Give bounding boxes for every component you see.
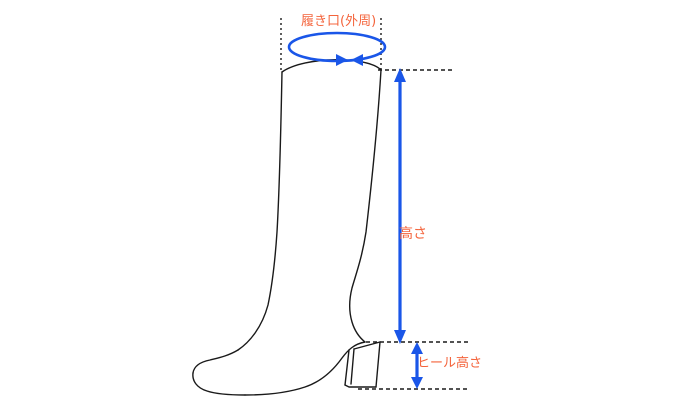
boot-outline bbox=[192, 59, 382, 396]
boot-toe-tip bbox=[192, 372, 246, 396]
opening-arrowhead-left bbox=[336, 54, 348, 66]
boot-heel-back-face bbox=[375, 341, 381, 388]
heel-height-arrowhead-top bbox=[411, 342, 423, 354]
measurement-annotations bbox=[287, 31, 423, 389]
boot-toe-upper bbox=[192, 349, 239, 374]
heel-height-arrowhead-bottom bbox=[411, 377, 423, 389]
boot-heel-bottom bbox=[344, 384, 377, 388]
boot-heel-front-face bbox=[344, 349, 350, 386]
boot-back-shaft-edge bbox=[349, 69, 382, 343]
boot-front-shaft-edge bbox=[237, 71, 283, 351]
label-heel-height: ヒール高さ bbox=[417, 356, 483, 371]
label-shaft-height: 高さ bbox=[399, 226, 427, 242]
shaft-height-arrowhead-bottom bbox=[394, 330, 406, 344]
label-boot-opening-circumference: 履き口(外周) bbox=[301, 14, 377, 29]
opening-arrowhead-right bbox=[351, 54, 363, 66]
boot-heel-front-inner bbox=[350, 348, 355, 385]
guide-lines bbox=[280, 18, 470, 390]
boot-heel-top bbox=[353, 341, 381, 350]
shaft-height-arrowhead-top bbox=[394, 68, 406, 82]
boot-sole-edge bbox=[244, 341, 366, 396]
